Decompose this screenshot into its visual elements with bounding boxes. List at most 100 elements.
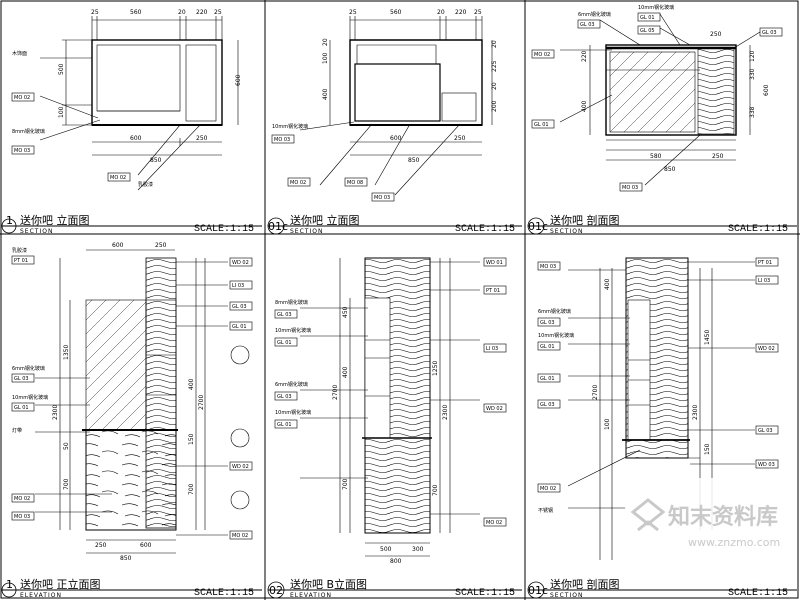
dim-p5-left-0: 450 bbox=[342, 306, 349, 318]
panel-number: 1 bbox=[6, 214, 13, 227]
dim-p2-top-1: 560 bbox=[390, 9, 402, 16]
tag-mo02-p6: MO 02 bbox=[540, 486, 556, 492]
dim-p3-right-2: 338 bbox=[749, 106, 756, 118]
title-block-2: 01c 送你吧 立面图 SECTION SCALE:1:15 bbox=[267, 213, 522, 235]
dim-p2-right-3: 200 bbox=[491, 100, 498, 112]
dim-p5-left-1: 2700 bbox=[332, 385, 339, 400]
tag-mo02-p2: MO 02 bbox=[290, 180, 306, 186]
title-block-5: 02 送你吧 B立面图 ELEVATION SCALE:1:15 bbox=[267, 577, 522, 599]
dim-p6-right-0: 1450 bbox=[704, 330, 711, 345]
panel-title: 送你吧 剖面图 bbox=[550, 213, 620, 227]
dim-p3-left-1: 400 bbox=[581, 100, 588, 112]
dim-p5-bot-2: 800 bbox=[390, 558, 402, 565]
note-glass6-p5: 6mm钢化玻璃 bbox=[275, 381, 308, 388]
note-paint: 乳胶漆 bbox=[138, 181, 153, 188]
tag-gl01-p6: GL 01 bbox=[540, 344, 555, 350]
dim-p4-left-3: 50 bbox=[63, 442, 70, 450]
tag-gl03-p3-b: GL 03 bbox=[762, 30, 777, 36]
tag-mo02-b: MO 02 bbox=[110, 175, 126, 181]
note-glass10-p6: 10mm钢化玻璃 bbox=[538, 332, 574, 339]
panel-title: 送你吧 正立面图 bbox=[20, 577, 101, 591]
dim-p2-top-3: 220 bbox=[455, 9, 467, 16]
dim-p3-bot-2: 850 bbox=[664, 166, 676, 173]
watermark-logo-icon bbox=[630, 498, 666, 532]
panel-title: 送你吧 剖面图 bbox=[550, 577, 620, 591]
tag-pt01-p5: PT 01 bbox=[486, 288, 500, 294]
tag-mo03-p4: MO 03 bbox=[14, 514, 30, 520]
tag-mo03-p6: MO 03 bbox=[540, 264, 556, 270]
tag-gl03-p5: GL 03 bbox=[277, 312, 292, 318]
dim-p1-left-0: 500 bbox=[58, 63, 65, 75]
dim-p1-top-2: 20 bbox=[178, 9, 186, 16]
dim-p4-right-5: 700 bbox=[188, 483, 195, 495]
watermark-url: www.znzmo.com bbox=[688, 536, 780, 549]
dim-p1-bot-2: 850 bbox=[150, 157, 162, 164]
dim-p4-left-6: 700 bbox=[63, 478, 70, 490]
tag-mo03-p2-b: MO 03 bbox=[374, 195, 390, 201]
dim-p2-left-1: 100 bbox=[322, 52, 329, 64]
tag-mo02-p4-b: MO 02 bbox=[232, 533, 248, 539]
tag-gl03-p3: GL 03 bbox=[580, 22, 595, 28]
dim-p1-top-3: 220 bbox=[196, 9, 208, 16]
tag-gl03-p6: GL 03 bbox=[540, 320, 555, 326]
tag-li03-p5: LI 03 bbox=[486, 346, 498, 352]
dim-p2-top-2: 20 bbox=[437, 9, 445, 16]
panel-number: 1 bbox=[6, 578, 13, 591]
watermark-brand: 知末资料库 bbox=[668, 504, 778, 530]
dim-p4-top-1: 250 bbox=[155, 242, 167, 249]
dim-p5-left-5: 700 bbox=[342, 478, 349, 490]
watermark: 知末资料库 www.znzmo.com bbox=[625, 478, 797, 564]
dim-p1-top-0: 25 bbox=[91, 9, 99, 16]
dim-p4-left-1: 2300 bbox=[52, 405, 59, 420]
note-glass6-p3: 6mm钢化玻璃 bbox=[578, 11, 611, 18]
panel-scale: SCALE:1:15 bbox=[194, 588, 254, 599]
tag-gl01-p3: GL 01 bbox=[534, 122, 549, 128]
dim-p6-left-1: 2700 bbox=[592, 385, 599, 400]
tag-mo02-p4: MO 02 bbox=[14, 496, 30, 502]
tag-gl03-p6-c: GL 03 bbox=[758, 428, 773, 434]
dim-p3-top-0: 250 bbox=[710, 31, 722, 38]
panel-scale: SCALE:1:15 bbox=[455, 588, 515, 599]
dim-p2-bot-0: 600 bbox=[390, 135, 402, 142]
dim-p2-right-0: 20 bbox=[491, 40, 498, 48]
tag-gl03-p6-b: GL 03 bbox=[540, 402, 555, 408]
panel-number: 02 bbox=[269, 584, 283, 597]
note-paint-p4: 乳胶漆 bbox=[12, 247, 27, 254]
panel-section-2: MO 03 10mm钢化玻璃 MO 02 MO 08 MO 03 25 560 … bbox=[271, 9, 498, 202]
tag-mo03-p2: MO 03 bbox=[274, 137, 290, 143]
tag-gl01-p4-b: GL 01 bbox=[232, 324, 247, 330]
dim-p2-bot-2: 850 bbox=[408, 157, 420, 164]
tag-wd02-p4: WD 02 bbox=[232, 260, 249, 266]
dim-p4-right-4: 150 bbox=[188, 433, 195, 445]
dim-p3-left-0: 220 bbox=[581, 50, 588, 62]
dim-p5-left-2: 400 bbox=[342, 366, 349, 378]
dim-p6-right-1: 2300 bbox=[692, 405, 699, 420]
panel-subtitle: SECTION bbox=[550, 228, 583, 235]
panel-subtitle: SECTION bbox=[550, 592, 583, 599]
tag-mo08-p2: MO 08 bbox=[347, 180, 363, 186]
tag-gl03-p5-b: GL 03 bbox=[277, 394, 292, 400]
tag-mo02-p3: MO 02 bbox=[534, 52, 550, 58]
dim-p4-bot-2: 850 bbox=[120, 555, 132, 562]
panel-subtitle: ELEVATION bbox=[20, 592, 62, 599]
note-glass6-p4: 6mm钢化玻璃 bbox=[12, 365, 45, 372]
panel-title: 送你吧 立面图 bbox=[20, 213, 90, 227]
dim-p3-bot-0: 580 bbox=[650, 153, 662, 160]
panel-section-1: MO 02 MO 03 MO 02 木饰面 8mm钢化玻璃 乳胶漆 25 560… bbox=[11, 9, 242, 191]
note-glass8-p5: 8mm钢化玻璃 bbox=[275, 299, 308, 306]
dim-p2-top-4: 25 bbox=[474, 9, 482, 16]
dim-p3-right-0: 120 bbox=[749, 50, 756, 62]
dim-p3-bot-1: 250 bbox=[712, 153, 724, 160]
title-block-1: 1 送你吧 立面图 SECTION SCALE:1:15 bbox=[1, 213, 262, 235]
tag-wd01-p5: WD 01 bbox=[486, 260, 503, 266]
dim-p6-left-0: 400 bbox=[604, 278, 611, 290]
note-glass8: 8mm钢化玻璃 bbox=[12, 128, 45, 135]
tag-pt01-p6: PT 01 bbox=[758, 260, 772, 266]
dim-p1-left-1: 100 bbox=[58, 106, 65, 118]
tag-gl05-p3: GL 05 bbox=[640, 28, 655, 34]
panel-scale: SCALE:1:15 bbox=[455, 224, 515, 235]
dim-p2-right-2: 20 bbox=[491, 82, 498, 90]
panel-section-3: MO 02 GL 01 GL 03 6mm钢化玻璃 GL 01 10mm钢化玻璃… bbox=[531, 4, 783, 192]
